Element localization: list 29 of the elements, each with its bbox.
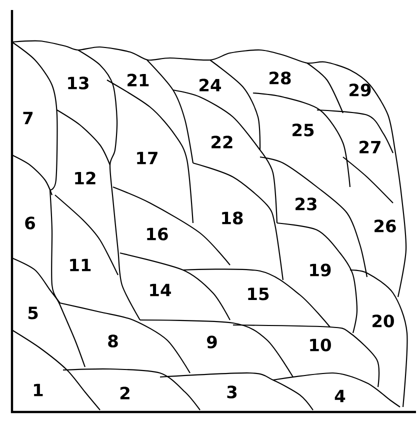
region-number: 1 [34, 384, 43, 396]
region-number: 19 [310, 264, 331, 276]
region-number: 5 [28, 306, 38, 320]
region-number: 25 [292, 124, 314, 136]
region-number: 13 [68, 76, 88, 90]
region-number: 17 [137, 152, 158, 164]
region-number: 22 [212, 136, 232, 148]
region-number: 9 [206, 336, 217, 348]
region-number: 6 [25, 216, 35, 230]
region-number: 4 [334, 390, 346, 402]
region-number: 27 [360, 140, 380, 154]
region-number: 18 [222, 212, 243, 224]
region-number: 26 [374, 220, 396, 232]
region-number: 29 [350, 84, 371, 96]
region-number: 2 [120, 386, 130, 400]
region-number: 8 [108, 334, 118, 348]
region-number: 3 [227, 386, 237, 398]
region-number: 23 [296, 198, 316, 210]
region-number: 28 [270, 72, 291, 84]
region-number: 20 [372, 314, 394, 328]
region-number: 21 [128, 74, 149, 86]
region-number: 16 [147, 228, 168, 240]
region-number: 14 [150, 284, 171, 296]
region-number: 15 [248, 288, 269, 300]
region-number: 12 [75, 172, 96, 184]
region-number: 7 [23, 112, 33, 124]
region-number: 11 [70, 258, 91, 272]
region-number: 24 [200, 78, 221, 92]
region-number: 10 [310, 338, 331, 352]
